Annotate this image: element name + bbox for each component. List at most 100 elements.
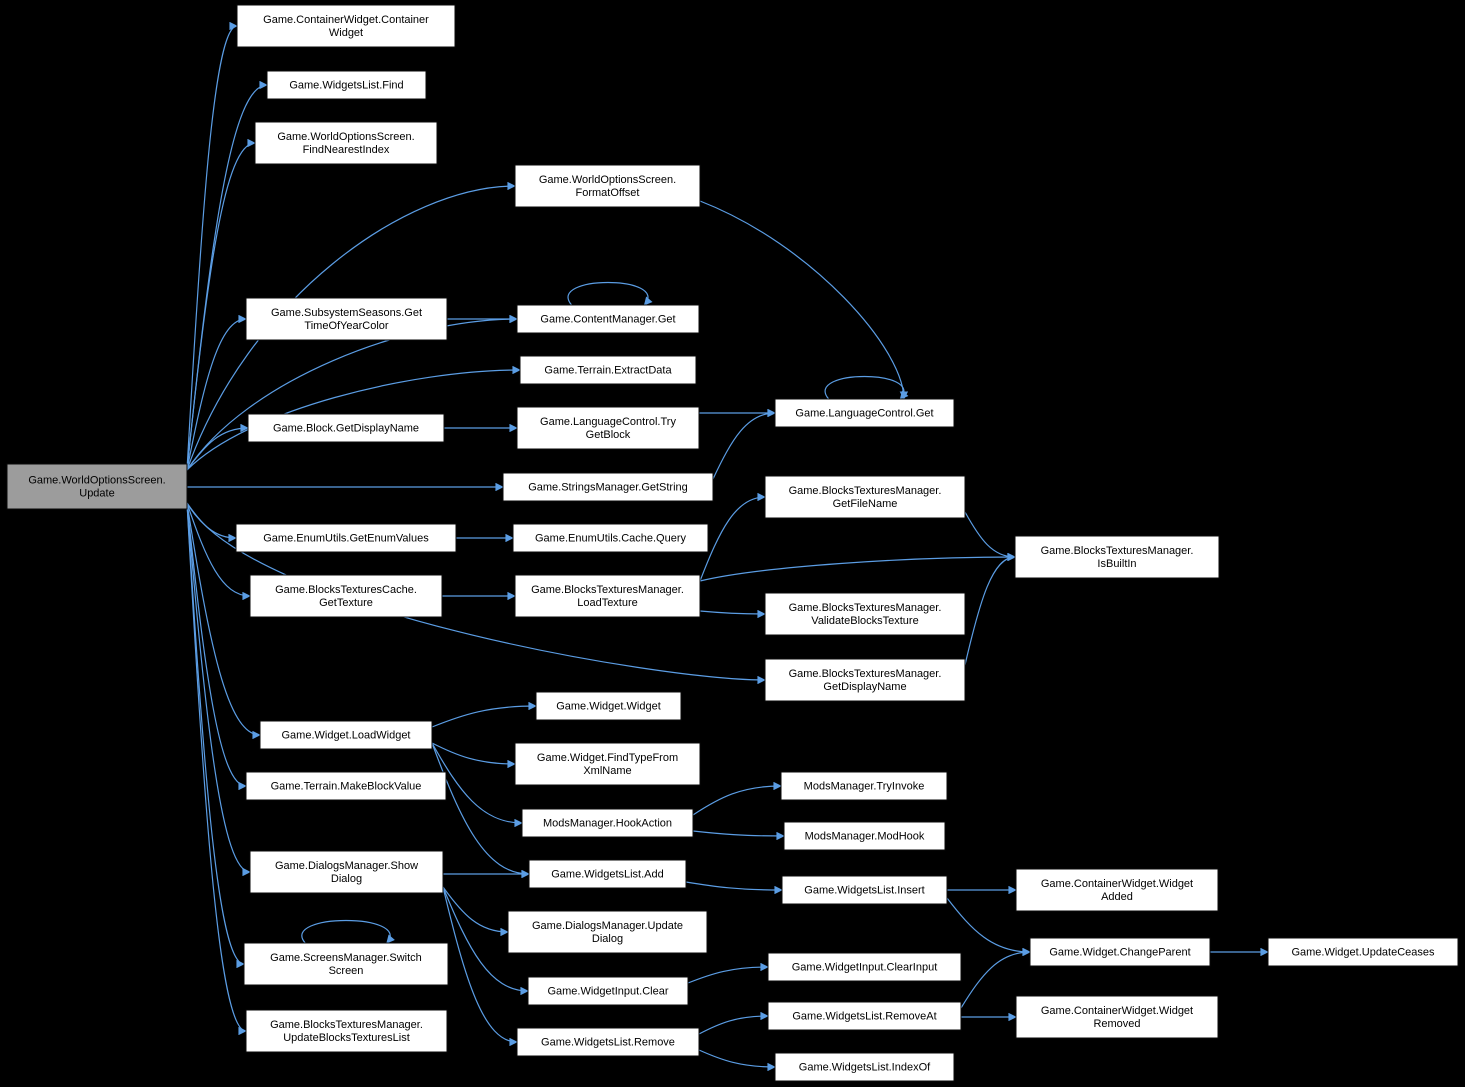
- edge-btm_loadtexture-to-btm_isbuiltin: [699, 552, 1016, 582]
- node-box-switch_screen[interactable]: [243, 942, 449, 986]
- node-box-try_invoke[interactable]: [780, 771, 948, 801]
- node-lang_get[interactable]: Game.LanguageControl.Get: [774, 398, 955, 428]
- node-block_getdisplayname[interactable]: Game.Block.GetDisplayName: [247, 413, 445, 443]
- node-box-btm_isbuiltin[interactable]: [1014, 535, 1220, 579]
- node-btm_validate[interactable]: Game.BlocksTexturesManager.ValidateBlock…: [764, 592, 966, 636]
- node-update_ceases[interactable]: Game.Widget.UpdateCeases: [1267, 937, 1459, 967]
- node-box-widgets_add[interactable]: [528, 859, 687, 889]
- node-box-enum_cache_query[interactable]: [512, 523, 709, 553]
- node-box-enum_getvalues[interactable]: [235, 523, 457, 553]
- node-box-try_getblock[interactable]: [516, 406, 700, 450]
- node-btm_updatelist[interactable]: Game.BlocksTexturesManager.UpdateBlocksT…: [245, 1009, 448, 1053]
- node-box-content_get[interactable]: [516, 304, 700, 334]
- node-box-btm_getfilename[interactable]: [764, 475, 966, 519]
- edge-show_dialog-to-widgets_remove: [442, 886, 518, 1047]
- node-btm_getfilename[interactable]: Game.BlocksTexturesManager.GetFileName: [764, 475, 966, 519]
- node-widgets_removeat[interactable]: Game.WidgetsList.RemoveAt: [767, 1001, 962, 1031]
- node-container_widget[interactable]: Game.ContainerWidget.ContainerWidget: [236, 4, 456, 48]
- node-box-lang_get[interactable]: [774, 398, 955, 428]
- node-box-mod_hook[interactable]: [783, 821, 946, 851]
- node-box-widgets_insert[interactable]: [781, 875, 948, 905]
- edge-widgets_remove-to-widgets_removeat: [698, 1011, 769, 1035]
- node-box-find_type[interactable]: [514, 742, 701, 786]
- node-box-btm_updatelist[interactable]: [245, 1009, 448, 1053]
- node-extract_data[interactable]: Game.Terrain.ExtractData: [519, 355, 697, 385]
- node-label-update-line2: Update: [79, 488, 114, 500]
- node-box-widgets_remove[interactable]: [516, 1027, 700, 1057]
- node-box-show_dialog[interactable]: [249, 850, 444, 894]
- node-box-clear_input[interactable]: [767, 952, 962, 982]
- node-box-widgets_find[interactable]: [266, 70, 427, 100]
- node-strings_getstring[interactable]: Game.StringsManager.GetString: [502, 472, 714, 502]
- edge-widgets_remove-to-widgets_indexof: [698, 1049, 776, 1072]
- node-format_offset[interactable]: Game.WorldOptionsScreen.FormatOffset: [514, 164, 701, 208]
- node-make_blockvalue[interactable]: Game.Terrain.MakeBlockValue: [245, 771, 447, 801]
- node-mod_hook[interactable]: ModsManager.ModHook: [783, 821, 946, 851]
- node-enum_getvalues[interactable]: Game.EnumUtils.GetEnumValues: [235, 523, 457, 553]
- node-box-change_parent[interactable]: [1029, 937, 1211, 967]
- node-box-block_getdisplayname[interactable]: [247, 413, 445, 443]
- node-try_invoke[interactable]: ModsManager.TryInvoke: [780, 771, 948, 801]
- node-hook_action[interactable]: ModsManager.HookAction: [521, 808, 694, 838]
- node-box-update_ceases[interactable]: [1267, 937, 1459, 967]
- node-box-find_nearest[interactable]: [254, 121, 438, 165]
- node-box-hook_action[interactable]: [521, 808, 694, 838]
- edge-update-to-block_getdisplayname: [186, 423, 249, 471]
- node-box-widgets_indexof[interactable]: [774, 1052, 955, 1082]
- node-box-make_blockvalue[interactable]: [245, 771, 447, 801]
- node-widget_widget[interactable]: Game.Widget.Widget: [535, 691, 682, 721]
- node-label-mod_hook-line1: ModsManager.ModHook: [805, 831, 925, 843]
- node-btm_isbuiltin[interactable]: Game.BlocksTexturesManager.IsBuiltIn: [1014, 535, 1220, 579]
- node-btm_loadtexture[interactable]: Game.BlocksTexturesManager.LoadTexture: [514, 574, 701, 618]
- node-box-container_widget[interactable]: [236, 4, 456, 48]
- node-content_get[interactable]: Game.ContentManager.Get: [516, 304, 700, 334]
- node-widgets_indexof[interactable]: Game.WidgetsList.IndexOf: [774, 1052, 955, 1082]
- node-box-btc_gettexture[interactable]: [249, 574, 443, 618]
- node-box-strings_getstring[interactable]: [502, 472, 714, 502]
- node-label-update-line1: Game.WorldOptionsScreen.: [28, 475, 165, 487]
- node-box-cw_widgetremoved[interactable]: [1015, 995, 1219, 1039]
- node-clear_input[interactable]: Game.WidgetInput.ClearInput: [767, 952, 962, 982]
- node-btm_getdisplayname[interactable]: Game.BlocksTexturesManager.GetDisplayNam…: [764, 658, 966, 702]
- node-box-btm_loadtexture[interactable]: [514, 574, 701, 618]
- edge-content_get-to-content_get: [567, 281, 653, 306]
- node-box-widgets_removeat[interactable]: [767, 1001, 962, 1031]
- node-enum_cache_query[interactable]: Game.EnumUtils.Cache.Query: [512, 523, 709, 553]
- node-widget_input_clear[interactable]: Game.WidgetInput.Clear: [527, 976, 689, 1006]
- node-change_parent[interactable]: Game.Widget.ChangeParent: [1029, 937, 1211, 967]
- node-label-block_getdisplayname-line1: Game.Block.GetDisplayName: [273, 423, 419, 435]
- edge-hook_action-to-mod_hook: [692, 830, 785, 841]
- node-widgets_add[interactable]: Game.WidgetsList.Add: [528, 859, 687, 889]
- node-box-btm_getdisplayname[interactable]: [764, 658, 966, 702]
- node-load_widget[interactable]: Game.Widget.LoadWidget: [259, 720, 433, 750]
- node-btc_gettexture[interactable]: Game.BlocksTexturesCache.GetTexture: [249, 574, 443, 618]
- node-label-update_ceases-line1: Game.Widget.UpdateCeases: [1291, 947, 1435, 959]
- node-widgets_find[interactable]: Game.WidgetsList.Find: [266, 70, 427, 100]
- node-box-widget_widget[interactable]: [535, 691, 682, 721]
- node-widgets_insert[interactable]: Game.WidgetsList.Insert: [781, 875, 948, 905]
- node-box-load_widget[interactable]: [259, 720, 433, 750]
- node-box-cw_widgetadded[interactable]: [1015, 868, 1219, 912]
- node-label-btm_loadtexture-line1: Game.BlocksTexturesManager.: [531, 584, 684, 596]
- edge-update-to-extract_data: [186, 365, 521, 471]
- node-box-get_toy_color[interactable]: [245, 297, 448, 341]
- node-label-cw_widgetadded-line1: Game.ContainerWidget.Widget: [1041, 878, 1193, 890]
- node-box-update_dialog[interactable]: [507, 910, 708, 954]
- node-box-widget_input_clear[interactable]: [527, 976, 689, 1006]
- node-find_nearest[interactable]: Game.WorldOptionsScreen.FindNearestIndex: [254, 121, 438, 165]
- node-box-format_offset[interactable]: [514, 164, 701, 208]
- node-label-find_type-line2: XmlName: [583, 765, 631, 777]
- node-label-get_toy_color-line1: Game.SubsystemSeasons.Get: [271, 307, 422, 319]
- node-box-btm_validate[interactable]: [764, 592, 966, 636]
- node-widgets_remove[interactable]: Game.WidgetsList.Remove: [516, 1027, 700, 1057]
- node-label-extract_data-line1: Game.Terrain.ExtractData: [544, 365, 672, 377]
- node-box-extract_data[interactable]: [519, 355, 697, 385]
